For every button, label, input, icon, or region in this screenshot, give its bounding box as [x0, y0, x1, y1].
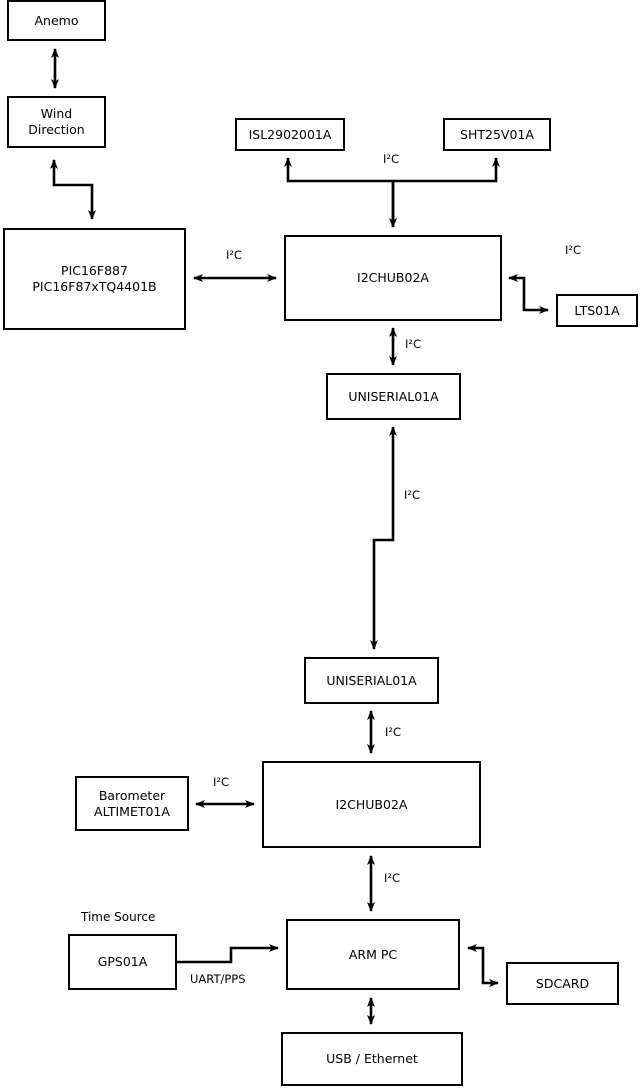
edge-hubtop-lts	[508, 274, 549, 314]
label-time-source: Time Source	[81, 910, 156, 924]
edge-label-hub-uniserial: I²C	[405, 337, 422, 351]
edge-arm-sdcard	[467, 944, 499, 987]
edge-gps-arm	[176, 944, 279, 964]
edge-hubtop-bus	[284, 157, 395, 227]
edge-label-hub2-arm: I²C	[384, 871, 401, 885]
node-uniserial01a-top[interactable]: UNISERIAL01A	[326, 373, 461, 420]
node-gps01a[interactable]: GPS01A	[68, 934, 177, 990]
edge-wind-pic	[50, 159, 96, 220]
node-usb-ethernet[interactable]: USB / Ethernet	[281, 1032, 463, 1086]
node-i2chub02a-bottom[interactable]: I2CHUB02A	[262, 761, 481, 848]
node-sht25v01a[interactable]: SHT25V01A	[443, 118, 551, 151]
node-sdcard[interactable]: SDCARD	[506, 962, 619, 1005]
node-arm-pc[interactable]: ARM PC	[286, 919, 460, 990]
node-lts01a[interactable]: LTS01A	[556, 294, 638, 327]
node-uniserial01a-bottom[interactable]: UNISERIAL01A	[304, 657, 439, 704]
edge-label-uniserial-uniserial: I²C	[404, 488, 421, 502]
edge-label-hub-sensors: I²C	[383, 152, 400, 166]
edge-label-hub-lts: I²C	[565, 243, 582, 257]
node-isl2902001a[interactable]: ISL2902001A	[235, 118, 345, 151]
edge-unitop-unibot	[370, 426, 397, 650]
edge-bus-sht	[393, 157, 500, 183]
edge-label-pic-hub: I²C	[226, 248, 243, 262]
node-wind-direction[interactable]: Wind Direction	[7, 96, 106, 148]
node-i2chub02a-top[interactable]: I2CHUB02A	[284, 235, 502, 321]
node-barometer-altimet01a[interactable]: Barometer ALTIMET01A	[75, 776, 189, 831]
node-anemo[interactable]: Anemo	[7, 0, 106, 41]
edge-label-baro-hub2: I²C	[213, 775, 230, 789]
edge-label-uniserial-hub2: I²C	[385, 725, 402, 739]
node-pic16f887[interactable]: PIC16F887 PIC16F87xTQ4401B	[3, 228, 186, 330]
edge-label-gps-arm: UART/PPS	[190, 972, 246, 986]
